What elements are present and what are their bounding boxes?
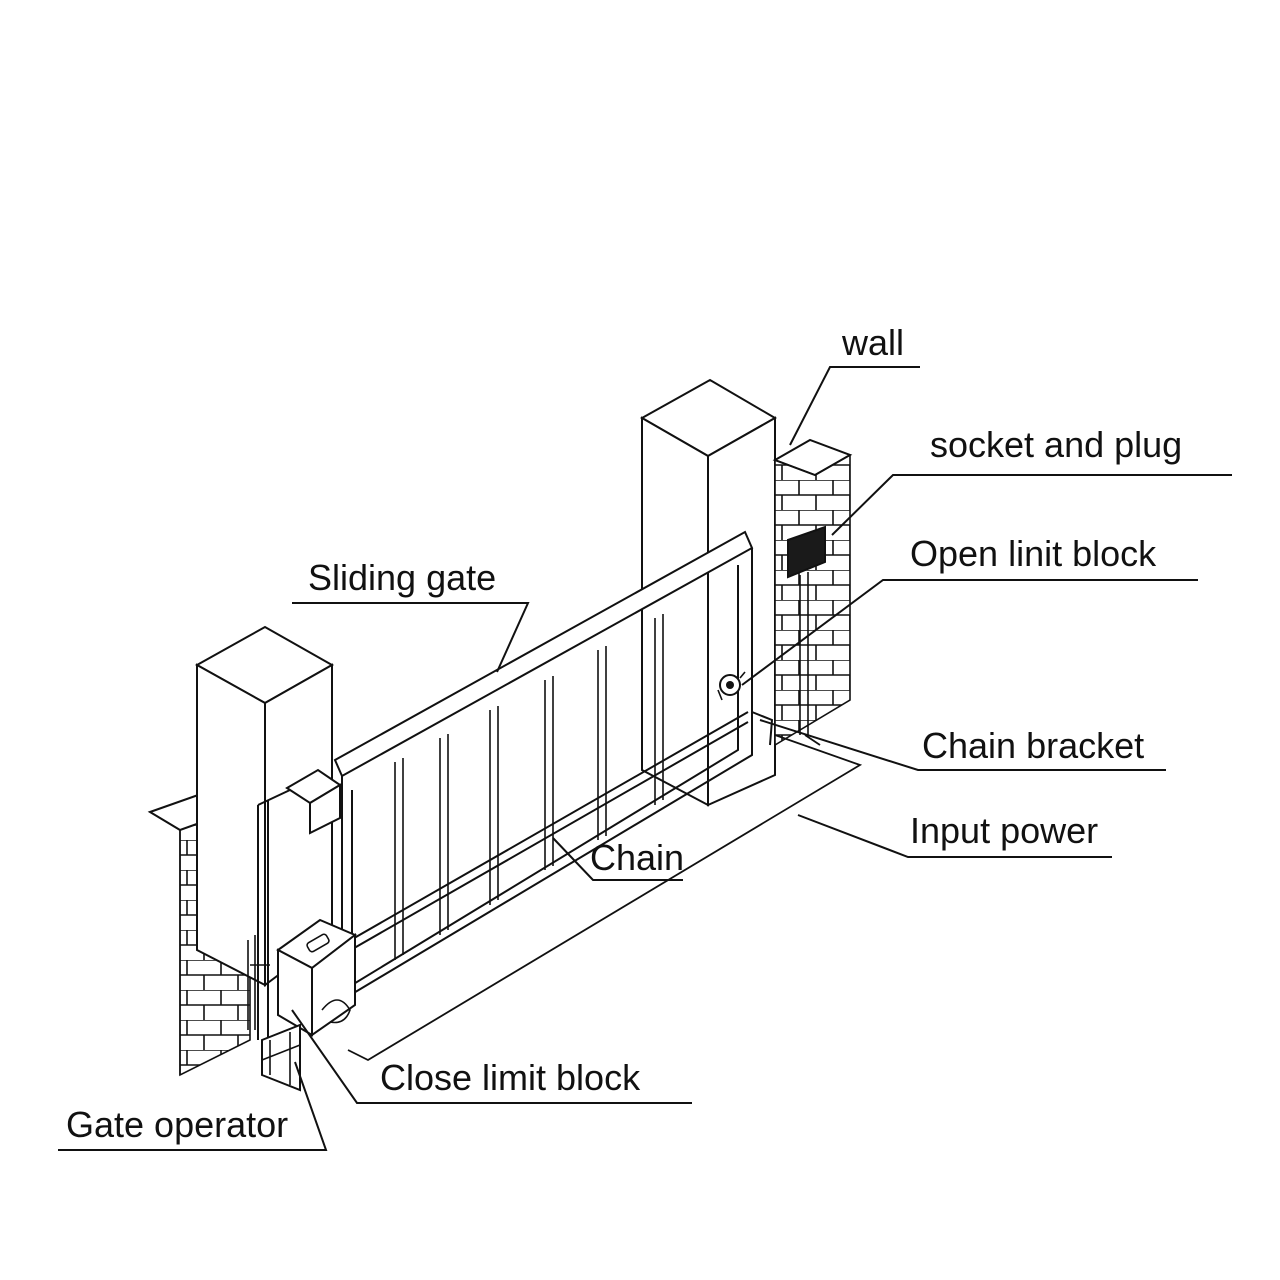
open-limit-leader bbox=[741, 579, 1198, 686]
label-socket-and-plug: socket and plug bbox=[930, 424, 1182, 465]
label-chain: Chain bbox=[590, 837, 684, 878]
label-gate-operator: Gate operator bbox=[66, 1104, 288, 1145]
socket-leader bbox=[831, 474, 1232, 536]
label-wall: wall bbox=[841, 322, 904, 363]
label-chain-bracket: Chain bracket bbox=[922, 725, 1144, 766]
right-pillar bbox=[639, 378, 778, 807]
sliding-gate-leader bbox=[292, 602, 530, 673]
close-limit-leader bbox=[291, 1009, 692, 1104]
chain-bracket-leader bbox=[759, 719, 1166, 771]
gate-operator bbox=[247, 918, 357, 1092]
label-input-power: Input power bbox=[910, 810, 1098, 851]
input-power-leader bbox=[797, 814, 1112, 858]
leader-lines bbox=[58, 366, 1232, 1151]
wall-leader bbox=[789, 366, 920, 446]
right-brick-wall bbox=[772, 438, 853, 747]
open-limit-block bbox=[717, 671, 746, 701]
chain-leader bbox=[552, 837, 683, 881]
label-open-limit-block: Open linit block bbox=[910, 533, 1157, 574]
socket-box bbox=[787, 525, 826, 735]
gate-operator-leader bbox=[58, 1061, 328, 1151]
label-sliding-gate: Sliding gate bbox=[308, 557, 496, 598]
sliding-gate bbox=[257, 530, 774, 1040]
input-power-cable bbox=[347, 734, 863, 1062]
label-close-limit-block: Close limit block bbox=[380, 1057, 641, 1098]
